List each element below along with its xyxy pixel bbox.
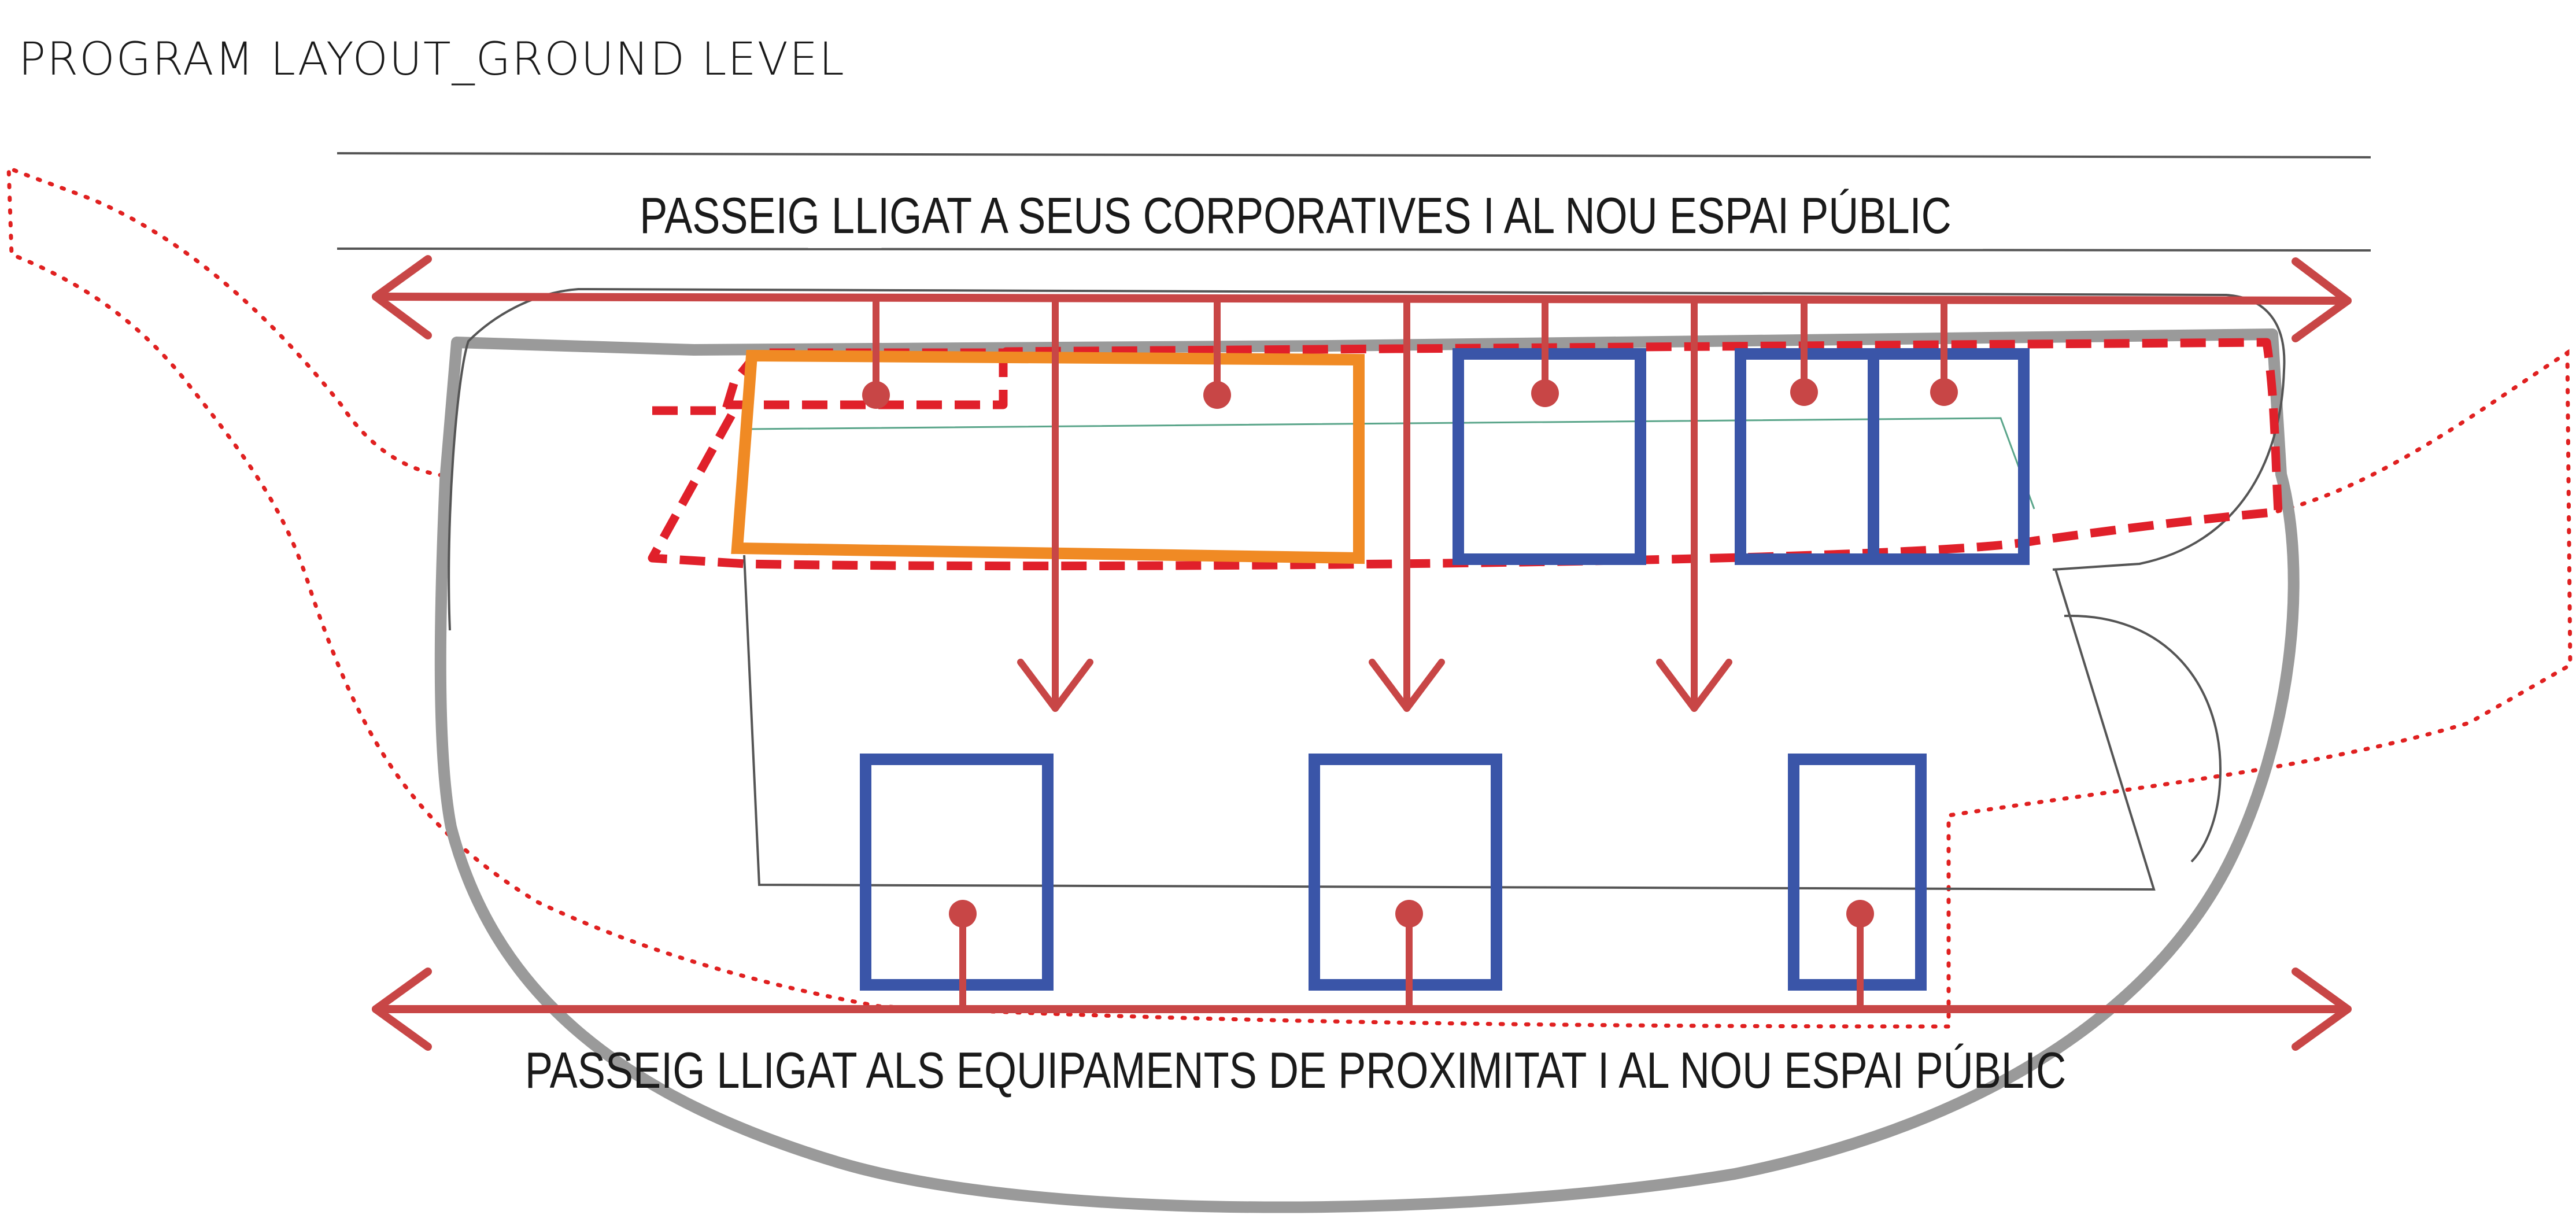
dashed-zone-boundary <box>648 338 2283 571</box>
site-inner-outline <box>448 287 2286 631</box>
blue-block-upper-1 <box>1453 348 1646 565</box>
curved-edge <box>2064 614 2222 863</box>
top-connectors <box>862 297 1958 409</box>
down-arrows <box>1017 297 1732 712</box>
top-promenade-arrow <box>372 255 2352 342</box>
green-line <box>745 417 2035 509</box>
page-title: PROGRAM LAYOUT_GROUND LEVEL <box>19 34 845 86</box>
orange-corporate-block <box>731 349 1365 564</box>
top-promenade-label: PASSEIG LLIGAT A SEUS CORPORATIVES I AL … <box>640 187 1952 244</box>
street-line-top <box>337 152 2371 158</box>
bottom-connectors <box>949 900 1874 1013</box>
site-outline <box>434 328 2300 1213</box>
blue-block-upper-2 <box>1735 348 2030 565</box>
bottom-promenade-label: PASSEIG LLIGAT ALS EQUIPAMENTS DE PROXIM… <box>524 1042 2067 1099</box>
blue-block-lower-1 <box>860 754 1054 991</box>
building-footprint <box>743 555 2156 891</box>
blue-block-lower-2 <box>1309 754 1502 991</box>
dotted-boundary-left <box>6 164 2573 1029</box>
bottom-promenade-arrow <box>372 967 2352 1051</box>
street-line-bottom <box>337 248 2371 252</box>
